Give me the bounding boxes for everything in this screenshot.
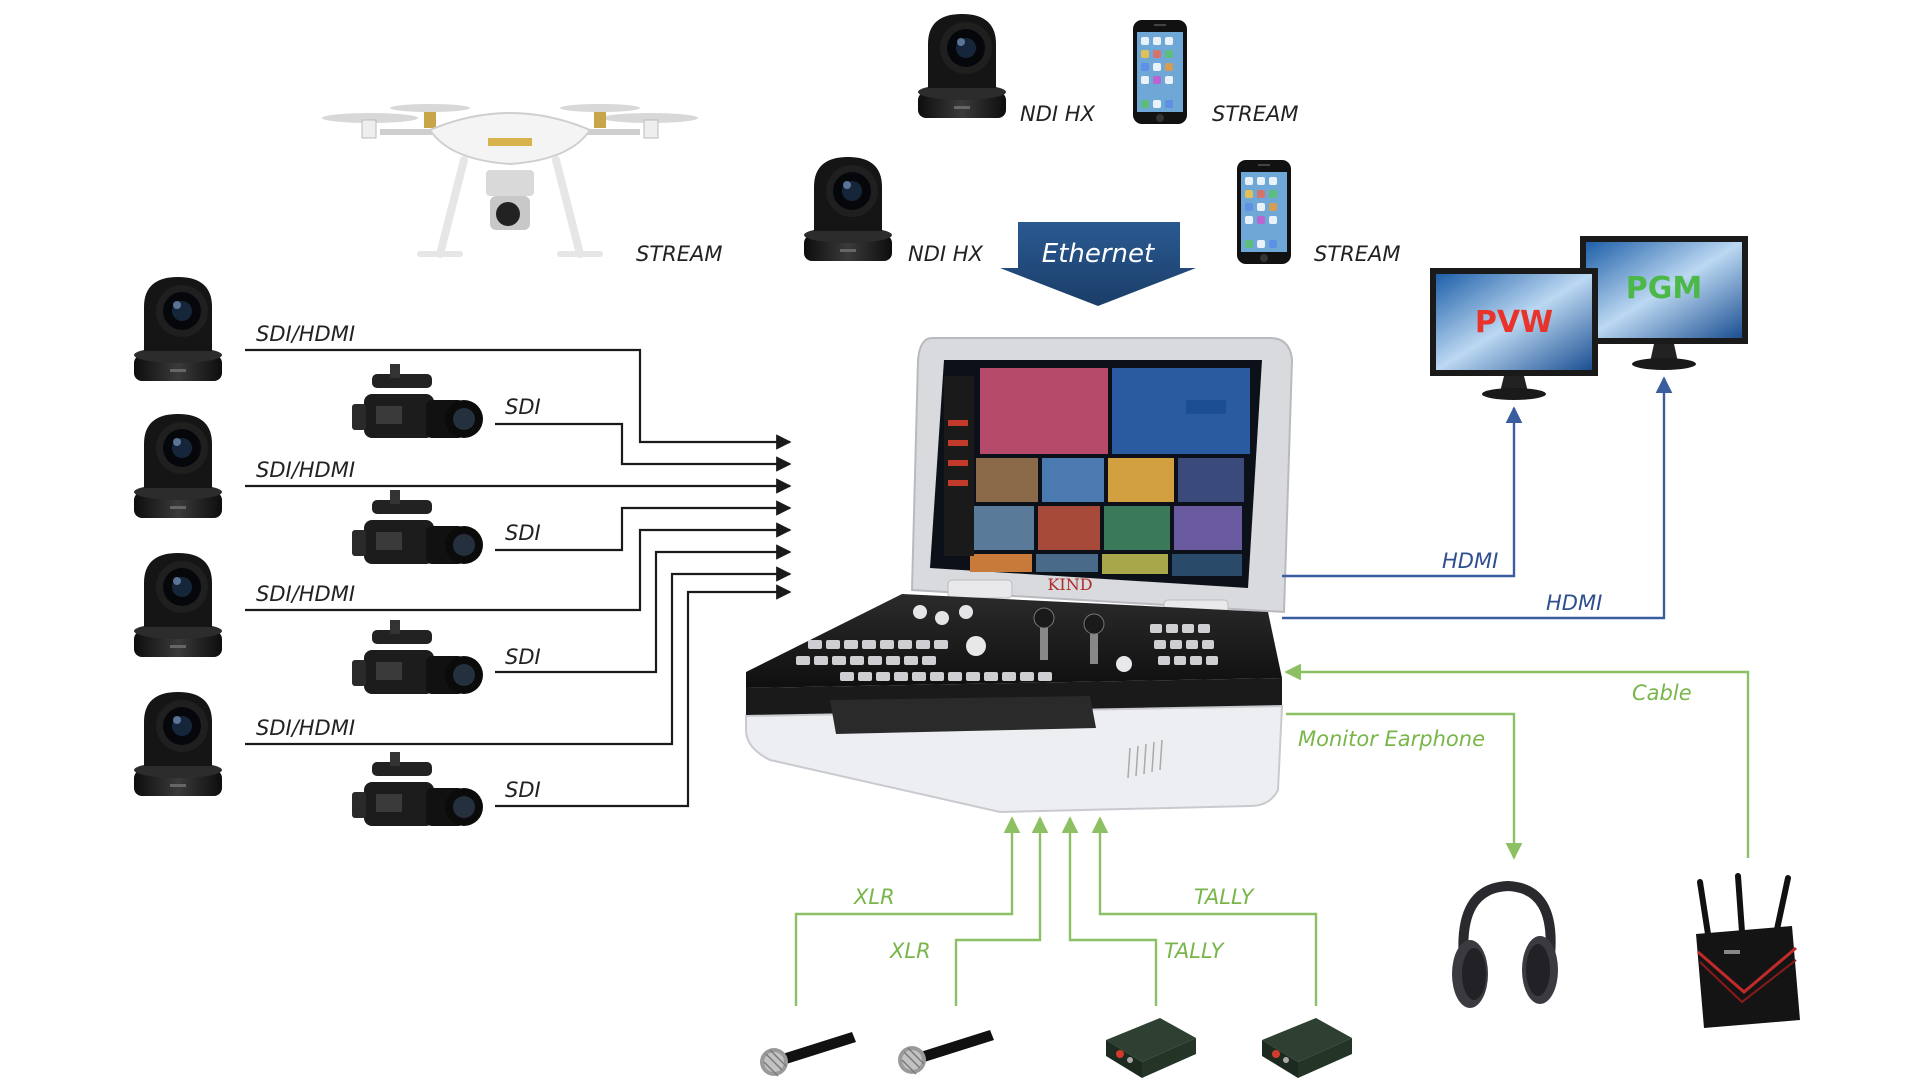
ethernet-arrow: Ethernet (1000, 222, 1196, 306)
label-tally-1: TALLY (1194, 885, 1256, 909)
phone-top (1133, 20, 1187, 124)
green-wires-right (1284, 663, 1750, 860)
camcorder-3 (352, 620, 483, 694)
monitor-pgm-label: PGM (1626, 271, 1702, 306)
monitor-pgm: PGM (1580, 236, 1748, 370)
router (1696, 873, 1800, 1028)
ptz-camera-4 (134, 692, 222, 796)
drone (322, 104, 698, 258)
microphone-2 (897, 1029, 995, 1075)
video-switcher: KIND (745, 337, 1294, 814)
label-phone-top-stream: STREAM (1212, 102, 1299, 126)
label-sdi-hdmi-2: SDI/HDMI (256, 458, 355, 482)
camcorder-2 (352, 490, 483, 564)
label-ptz-top-ndi: NDI HX (1020, 102, 1096, 126)
sdi-wires (245, 348, 792, 808)
label-sdi-hdmi-3: SDI/HDMI (256, 582, 355, 606)
switcher-brand: KIND (1047, 575, 1092, 594)
tally-box-2 (1262, 1018, 1352, 1078)
label-sdi-4: SDI (505, 778, 541, 802)
label-hdmi-pvw: HDMI (1442, 549, 1498, 573)
label-ethernet: Ethernet (1042, 239, 1155, 269)
label-xlr-2: XLR (889, 939, 931, 963)
label-sdi-3: SDI (505, 645, 541, 669)
ptz-camera-3 (134, 553, 222, 657)
label-drone-stream: STREAM (636, 242, 723, 266)
hdmi-wires (1282, 376, 1673, 620)
label-cable: Cable (1632, 681, 1692, 705)
label-phone-mid-stream: STREAM (1314, 242, 1401, 266)
green-wires-bottom (794, 816, 1318, 1006)
label-xlr-1: XLR (853, 885, 895, 909)
label-sdi-hdmi-4: SDI/HDMI (256, 716, 355, 740)
microphone-1 (759, 1031, 857, 1077)
ptz-camera-2 (134, 414, 222, 518)
label-sdi-1: SDI (505, 395, 541, 419)
ptz-camera-top (918, 14, 1006, 118)
ptz-camera-mid (804, 157, 892, 261)
ptz-camera-1 (134, 277, 222, 381)
label-tally-2: TALLY (1164, 939, 1226, 963)
camcorder-1 (352, 364, 483, 438)
label-hdmi-pgm: HDMI (1546, 591, 1602, 615)
monitor-pvw-label: PVW (1475, 305, 1553, 340)
label-ptz-mid-ndi: NDI HX (908, 242, 984, 266)
label-monitor-earphone: Monitor Earphone (1298, 727, 1485, 751)
label-sdi-2: SDI (505, 521, 541, 545)
headphones (1452, 880, 1558, 1008)
camcorder-4 (352, 752, 483, 826)
label-sdi-hdmi-1: SDI/HDMI (256, 322, 355, 346)
phone-mid (1237, 160, 1291, 264)
tally-box-1 (1106, 1018, 1196, 1078)
monitor-pvw: PVW (1430, 268, 1598, 400)
